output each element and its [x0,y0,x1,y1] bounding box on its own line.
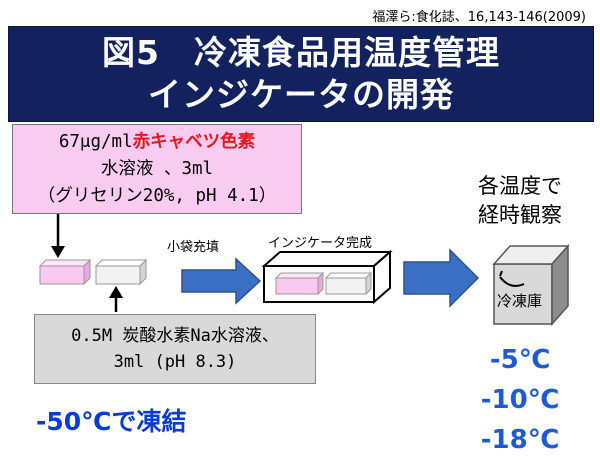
solution-volume: 水溶液 、3ml [100,158,214,179]
temperature-2: -10℃ [480,385,560,415]
observation-note: 各温度で 経時観察 [478,172,562,230]
freezer-cube [492,244,570,326]
temperature-3: -18℃ [480,425,560,455]
down-arrow [51,214,65,258]
freezer-label: 冷凍庫 [497,292,543,310]
indicator-complete-label: インジケータ完成 [268,236,373,251]
solution-composition: （グリセリン20%, pH 4.1） [37,185,277,206]
red-cabbage-pigment: 赤キャベツ色素 [132,131,256,152]
red-cabbage-solution-box: 67μg/ml赤キャベツ色素 水溶液 、3ml （グリセリン20%, pH 4.… [12,124,302,214]
observation-line-1: 各温度で [478,174,562,198]
pouch-filling-label: 小袋充填 [167,240,220,255]
bicarbonate-line-2: 3ml (pH 8.3) [113,352,237,372]
freeze-condition: -50℃で凍結 [36,407,187,436]
temperature-list: -5℃ -10℃ -18℃ [470,340,570,460]
title-line-2: インジケータの開発 [148,75,454,114]
sodium-bicarbonate-box: 0.5M 炭酸水素Na水溶液、 3ml (pH 8.3) [34,314,316,384]
concentration-value: 67μg/ml [58,131,133,152]
citation: 福澤ら:食化誌、16,143-146(2009) [372,10,586,25]
pouch-fill-arrow [181,257,262,305]
title-line-1: 図5 冷凍食品用温度管理 [102,33,500,72]
temperature-1: -5℃ [489,345,551,375]
observation-line-2: 経時観察 [478,203,562,227]
pink-solution-block [38,258,92,286]
up-arrow [109,286,123,312]
completed-indicator [261,249,393,305]
title-banner: 図5 冷凍食品用温度管理 インジケータの開発 [8,26,594,122]
bicarbonate-line-1: 0.5M 炭酸水素Na水溶液、 [71,326,279,346]
bicarbonate-solution-block [94,258,148,286]
solution-concentration: 67μg/ml赤キャベツ色素 [59,129,255,156]
to-freezer-arrow [403,248,480,308]
